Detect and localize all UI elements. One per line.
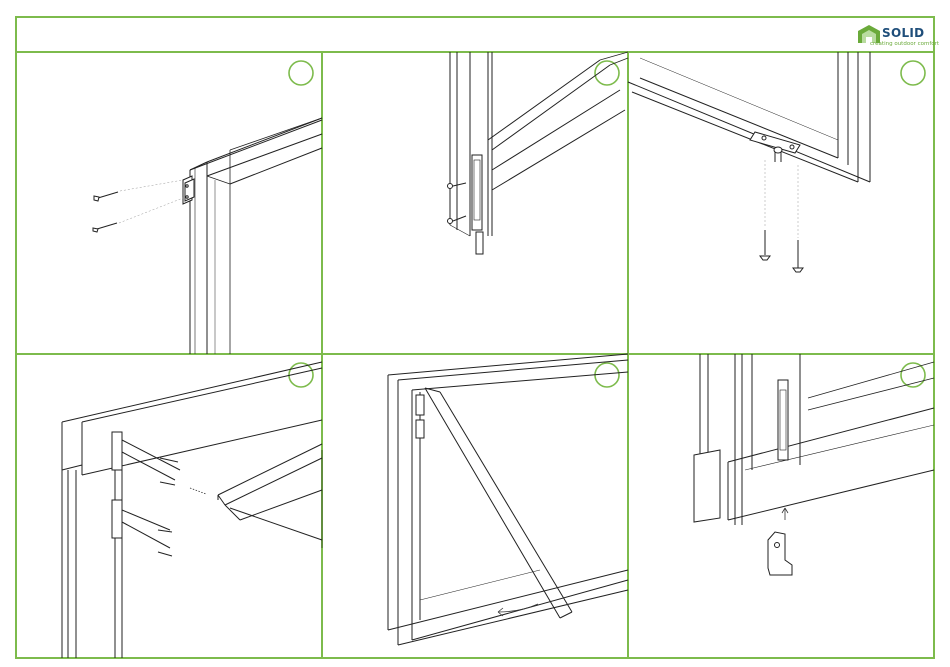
step-circle-5 bbox=[595, 363, 619, 387]
step-circle-1 bbox=[289, 61, 313, 85]
step-3-illustration bbox=[628, 52, 870, 272]
screw bbox=[94, 192, 118, 201]
step-number-circles bbox=[289, 61, 925, 387]
screw bbox=[93, 223, 117, 232]
panel-grid bbox=[16, 17, 934, 658]
step-5-illustration bbox=[388, 354, 628, 645]
step-1-illustration bbox=[93, 118, 322, 354]
step-4-illustration bbox=[62, 362, 322, 658]
brand-name: SOLID bbox=[882, 26, 924, 40]
brand-logo: SOLID creating outdoor comfort bbox=[856, 23, 938, 51]
step-circle-3 bbox=[901, 61, 925, 85]
brand-tagline: creating outdoor comfort bbox=[870, 41, 939, 47]
step-6-illustration bbox=[694, 354, 934, 575]
